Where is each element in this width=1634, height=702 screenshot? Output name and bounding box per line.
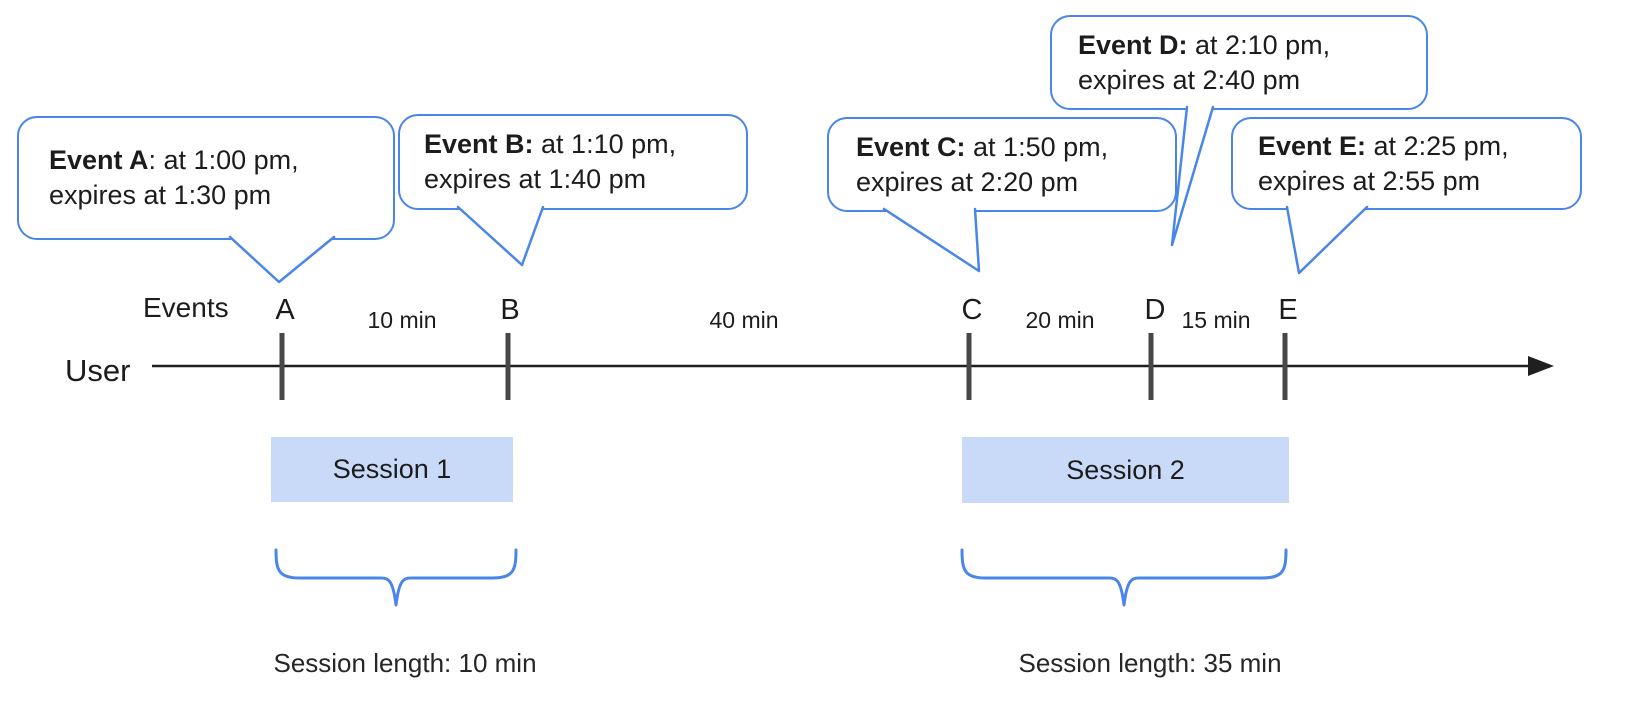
event-b-text-line2: expires at 1:40 pm [424, 164, 647, 194]
event-d-title: Event D: [1078, 29, 1188, 60]
event-c-bubble-tail [882, 207, 981, 273]
tick-mark-b [505, 333, 511, 400]
timeline-arrowhead-icon [1528, 356, 1554, 376]
event-d-time: at 2:10 pm, [1187, 29, 1331, 60]
session-2-length-caption: Session length: 35 min [1018, 648, 1282, 678]
event-mark-e: E [1278, 294, 1298, 326]
event-d-bubble-tail [1170, 105, 1215, 247]
event-mark-b: B [500, 294, 520, 326]
user-axis-label: User [65, 353, 131, 388]
session-1-bar: Session 1 [271, 437, 513, 502]
event-e-title: Event E: [1258, 130, 1367, 161]
event-d-text-line1: Event D: at 2:10 pm, [1078, 28, 1426, 63]
event-mark-c: C [961, 294, 983, 326]
event-e-bubble-tail [1285, 205, 1369, 275]
event-b-time: at 1:10 pm, [533, 129, 677, 159]
tick-mark-d [1148, 333, 1154, 400]
tick-mark-e [1282, 333, 1288, 400]
event-a-text-line1: Event A: at 1:00 pm, [49, 143, 393, 178]
event-b-bubble: Event B: at 1:10 pm, expires at 1:40 pm [398, 114, 748, 210]
event-e-bubble: Event E: at 2:25 pm, expires at 2:55 pm [1231, 117, 1582, 210]
gap-label-c-d: 20 min [1025, 307, 1095, 333]
event-b-text-line1: Event B: at 1:10 pm, [424, 127, 746, 162]
session-2-brace [960, 548, 1288, 607]
tick-mark-c [966, 333, 972, 400]
event-d-text-line2: expires at 2:40 pm [1078, 64, 1301, 95]
gap-label-b-c: 40 min [709, 307, 779, 333]
event-e-time: at 2:25 pm, [1366, 130, 1509, 161]
event-a-title: Event A [49, 145, 149, 175]
event-a-bubble-tail [228, 235, 336, 284]
gap-label-a-b: 10 min [367, 307, 437, 333]
event-a-text-line2: expires at 1:30 pm [49, 180, 272, 210]
event-a-time: : at 1:00 pm, [148, 145, 299, 175]
session-1-brace [274, 548, 518, 607]
session-1-label: Session 1 [332, 454, 452, 484]
event-c-text-line1: Event C: at 1:50 pm, [856, 130, 1175, 165]
event-e-text-line1: Event E: at 2:25 pm, [1258, 129, 1580, 164]
gap-label-d-e: 15 min [1181, 307, 1251, 333]
session-2-label: Session 2 [1066, 454, 1185, 485]
event-b-bubble-tail [456, 205, 545, 267]
session-1-length-caption: Session length: 10 min [273, 648, 537, 678]
event-mark-d: D [1144, 294, 1166, 326]
session-2-bar: Session 2 [962, 437, 1289, 503]
tick-mark-a [279, 333, 285, 400]
event-b-title: Event B: [424, 129, 534, 159]
event-a-bubble: Event A: at 1:00 pm, expires at 1:30 pm [17, 116, 395, 240]
event-c-text-line2: expires at 2:20 pm [856, 166, 1079, 197]
event-e-text-line2: expires at 2:55 pm [1258, 165, 1481, 196]
event-c-time: at 1:50 pm, [965, 131, 1109, 162]
event-mark-a: A [275, 294, 295, 326]
event-c-bubble: Event C: at 1:50 pm, expires at 2:20 pm [827, 117, 1177, 212]
event-d-bubble: Event D: at 2:10 pm, expires at 2:40 pm [1050, 15, 1428, 110]
events-heading: Events [143, 292, 229, 323]
event-c-title: Event C: [856, 131, 966, 162]
